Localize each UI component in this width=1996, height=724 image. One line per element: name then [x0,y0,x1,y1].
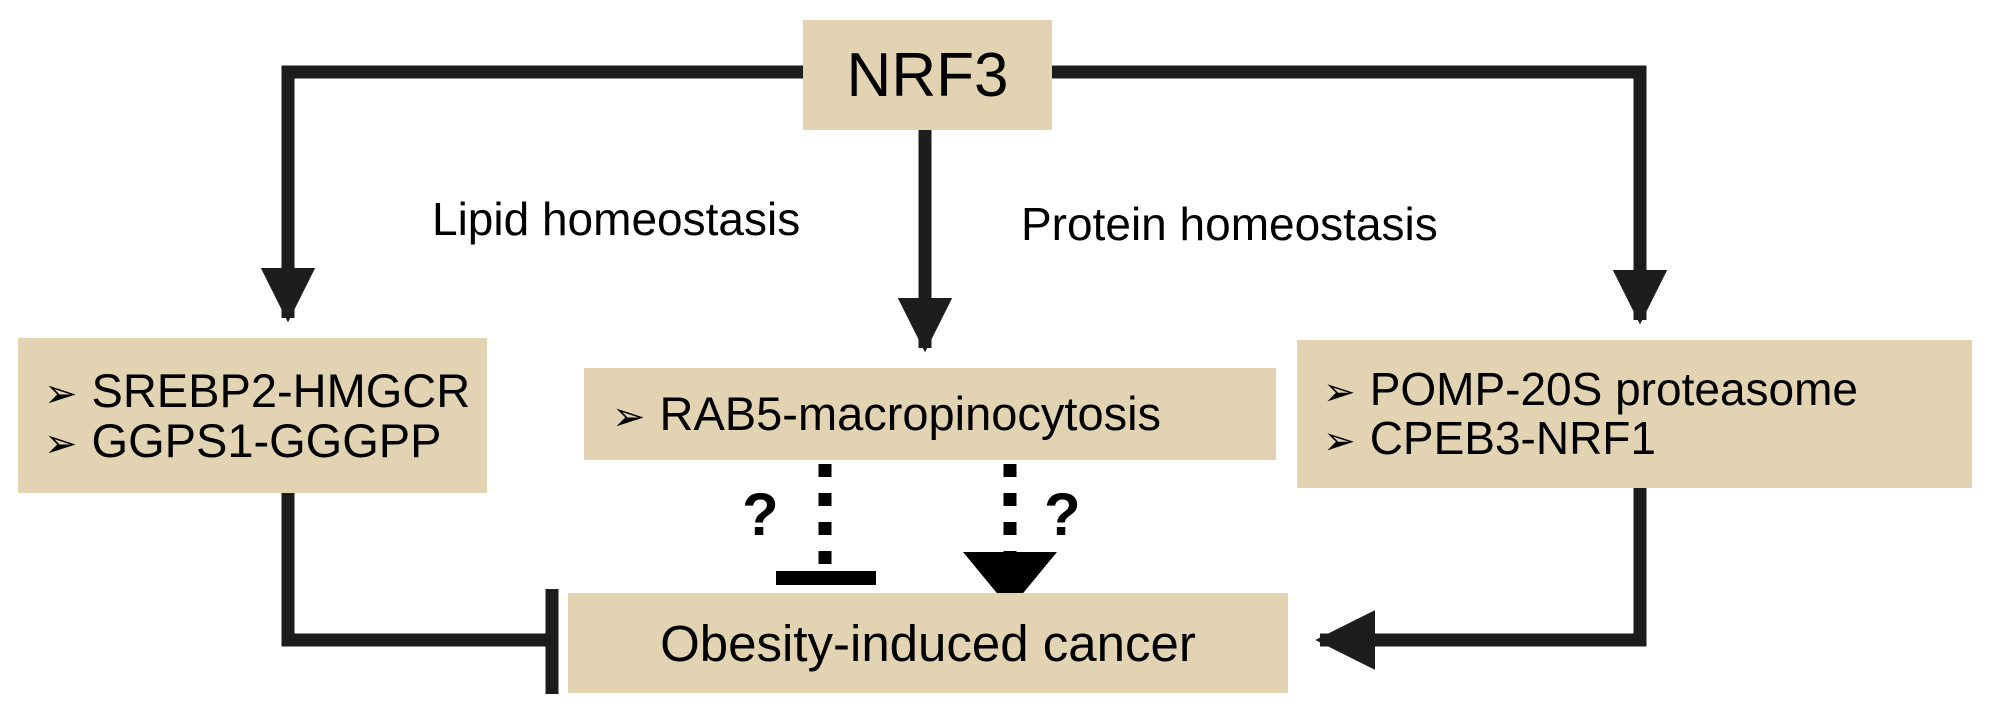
arrowhead-bullet-icon: ➢ [1323,419,1356,464]
edge-label-lipid-homeostasis: Lipid homeostasis [432,193,801,245]
edge-nrf3-to-lipid-targets [260,65,803,323]
edge-lipid-targets-to-cancer [281,493,559,694]
node-cancer[interactable]: Obesity-induced cancer [568,593,1288,693]
arrowhead-bullet-icon: ➢ [612,394,646,441]
arrowhead [963,552,1057,609]
node-cancer-label: Obesity-induced cancer [660,614,1196,672]
node-lipid-targets[interactable]: ➢ SREBP2-HMGCR ➢ GGPS1-GGGPP [18,338,487,493]
arrowhead-bullet-icon: ➢ [1323,370,1356,416]
node-protein-targets-line-2: CPEB3-NRF1 [1369,412,1656,464]
list-item: ➢ SREBP2-HMGCR [44,363,487,417]
edge-label-protein-homeostasis: Protein homeostasis [1021,198,1438,250]
list-item: ➢ CPEB3-NRF1 [1323,414,1972,463]
node-rab5-line-1: RAB5-macropinocytosis [659,387,1162,441]
node-protein-targets-line-1: POMP-20S proteasome [1369,363,1859,416]
edge-nrf3-to-protein-targets [1052,65,1668,325]
list-item: ➢ RAB5-macropinocytosis [612,389,1276,439]
node-lipid-targets-line-2: GGPS1-GGGPP [91,413,442,467]
arrowhead-bullet-icon: ➢ [44,370,78,417]
question-mark-annotation-left: ? [742,481,779,548]
edge-rab5-to-cancer-activation [963,464,1057,609]
node-lipid-targets-line-1: SREBP2-HMGCR [91,363,471,417]
edge-rab5-to-cancer-inhibition [776,464,876,585]
question-mark-annotation-right: ? [1044,481,1081,548]
node-rab5[interactable]: ➢ RAB5-macropinocytosis [584,368,1276,460]
node-nrf3[interactable]: NRF3 [803,20,1052,130]
node-protein-targets[interactable]: ➢ POMP-20S proteasome ➢ CPEB3-NRF1 [1297,340,1972,488]
arrowhead-bullet-icon: ➢ [44,420,78,467]
node-nrf3-label: NRF3 [846,40,1009,110]
list-item: ➢ GGPS1-GGGPP [44,413,487,467]
list-item: ➢ POMP-20S proteasome [1323,365,1972,414]
edge-protein-targets-to-cancer [1315,488,1647,670]
